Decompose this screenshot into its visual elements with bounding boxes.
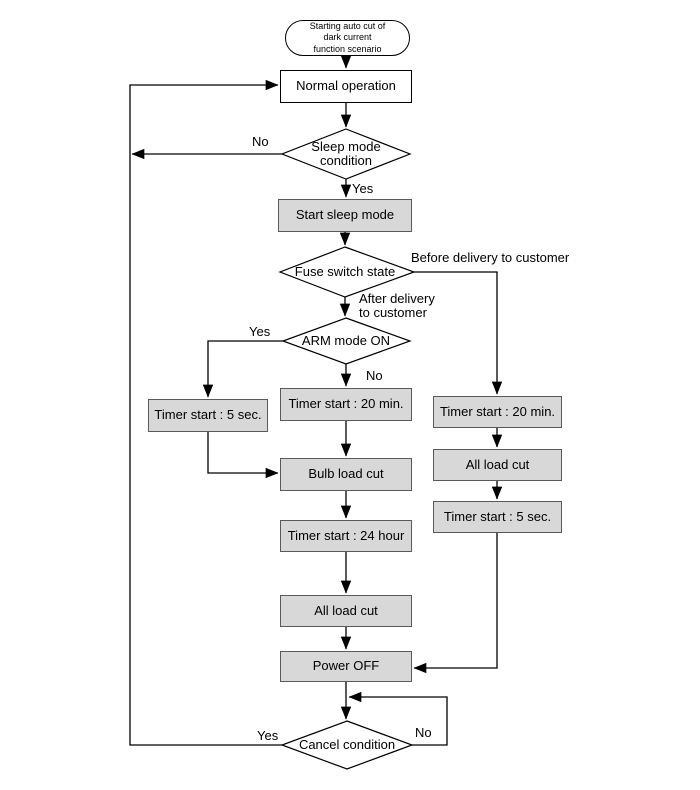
edge-label-sleep-no: No [252, 134, 269, 149]
edge-label-arm-yes: Yes [249, 324, 271, 339]
node-timer-24hour: Timer start : 24 hour [280, 520, 412, 552]
node-all-load-cut-mid: All load cut [280, 595, 412, 627]
node-timer-5sec-left: Timer start : 5 sec. [148, 399, 268, 432]
edge-cancel-no-loop [348, 691, 448, 746]
edge-timer5R-to-poweroff [413, 533, 498, 674]
node-timer-20min-right: Timer start : 20 min. [433, 396, 562, 428]
decision-cancel-condition [280, 720, 414, 770]
edge-fuse-before-right [414, 271, 503, 395]
edge-cancel-yes-loop [129, 79, 282, 746]
node-all-load-cut-right: All load cut [433, 449, 562, 481]
edge-label-fuse-after-delivery: After delivery to customer [359, 291, 435, 321]
decision-label-arm-mode-on: ARM mode ON [301, 332, 391, 348]
decision-label-cancel-condition: Cancel condition [298, 736, 396, 752]
decision-fuse-switch-state [278, 246, 416, 298]
start-terminator: Starting auto cut of dark current functi… [285, 20, 410, 56]
edge-label-arm-no: No [366, 368, 383, 383]
edge-label-fuse-before-delivery: Before delivery to customer [411, 250, 570, 265]
node-normal-operation: Normal operation [280, 70, 412, 103]
edge-arm-yes-left [202, 340, 283, 398]
decision-label-fuse-switch-state: Fuse switch state [294, 263, 396, 279]
decision-arm-mode-on [281, 317, 412, 365]
node-start-sleep-mode: Start sleep mode [278, 199, 412, 232]
edge-label-cancel-yes: Yes [257, 728, 279, 743]
edge-label-sleep-yes: Yes [352, 181, 374, 196]
node-timer-20min-mid: Timer start : 20 min. [280, 388, 412, 421]
node-timer-5sec-right: Timer start : 5 sec. [433, 501, 562, 533]
decision-sleep-mode-condition [280, 128, 412, 180]
decision-label-sleep-mode-condition: Sleep mode condition [311, 138, 381, 168]
node-power-off: Power OFF [280, 651, 412, 682]
node-bulb-load-cut: Bulb load cut [280, 458, 412, 491]
edge-timer5L-to-bulb [207, 432, 279, 479]
edge-label-cancel-no: No [415, 725, 432, 740]
